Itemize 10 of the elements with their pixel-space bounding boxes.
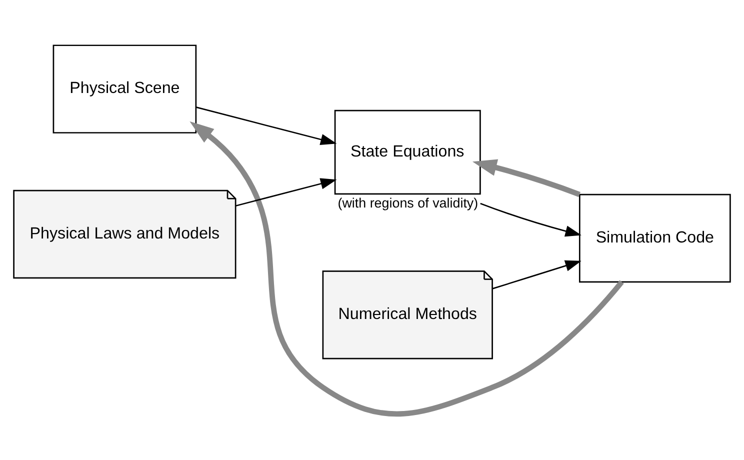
arrow [190,121,624,416]
node-box: Physical Scene [52,44,197,134]
arrow [480,202,582,237]
node-box: State Equations [334,110,481,195]
arrow [472,159,580,197]
arrow [235,178,337,206]
node-box: Simulation Code [578,194,731,283]
arrow [492,260,582,290]
arrow [196,106,337,146]
node-label: (with regions of validity) [338,195,478,210]
